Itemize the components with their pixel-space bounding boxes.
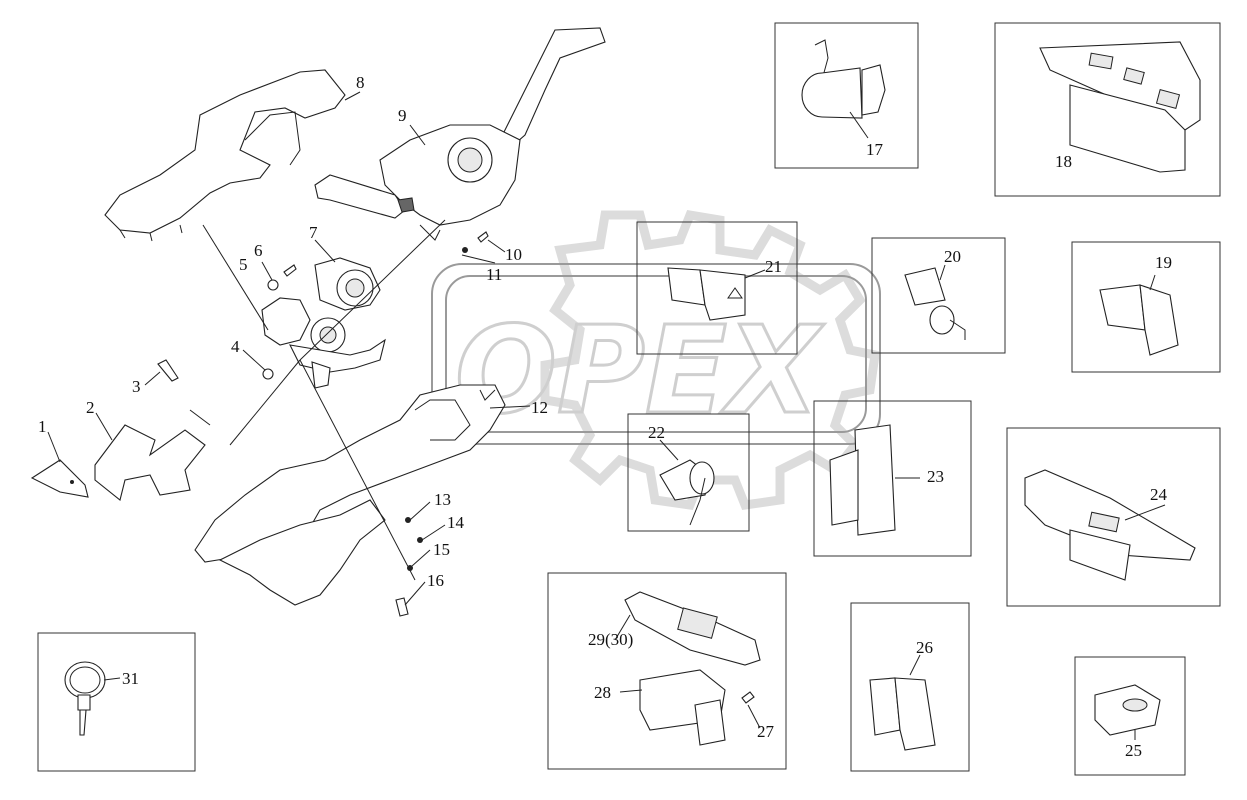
detail-box-17 [774, 22, 919, 169]
callout-16: 16 [427, 571, 444, 590]
detail-box-24 [1006, 427, 1221, 607]
detail-box-21 [636, 221, 798, 355]
detail-box-22 [627, 413, 750, 532]
fasteners [157, 231, 489, 617]
callout-19: 19 [1155, 253, 1172, 272]
ignition-lock [261, 257, 386, 389]
callout-1: 1 [38, 417, 47, 436]
detail-box-20 [871, 237, 1006, 354]
callout-25: 25 [1125, 741, 1142, 760]
callout-18: 18 [1055, 152, 1072, 171]
callout-31: 31 [122, 669, 139, 688]
leader-lines [47, 91, 531, 606]
callout-26: 26 [916, 638, 933, 657]
callout-23: 23 [927, 467, 944, 486]
callout-labels: 1 2 3 4 5 6 7 8 9 10 11 12 13 14 15 16 1… [38, 73, 1172, 760]
bracket-parts [30, 409, 211, 501]
detail-box-25 [1074, 656, 1186, 776]
callout-10: 10 [505, 245, 522, 264]
combination-switch [314, 27, 606, 241]
callout-29-30: 29(30) [588, 630, 633, 649]
callout-17: 17 [866, 140, 884, 159]
callout-28: 28 [594, 683, 611, 702]
detail-box-19 [1071, 241, 1221, 373]
callout-7: 7 [309, 223, 318, 242]
callout-9: 9 [398, 106, 407, 125]
watermark-frame [431, 263, 881, 445]
callout-5: 5 [239, 255, 248, 274]
callout-13: 13 [434, 490, 451, 509]
detail-box-31 [37, 632, 196, 772]
callout-4: 4 [231, 337, 240, 356]
callout-8: 8 [356, 73, 365, 92]
callout-11: 11 [486, 265, 502, 284]
callout-20: 20 [944, 247, 961, 266]
callout-24: 24 [1150, 485, 1168, 504]
assembly-guide-lines [202, 219, 496, 581]
detail-box-18 [994, 22, 1221, 197]
detail-box-23 [813, 400, 972, 557]
upper-column-cover [104, 69, 346, 242]
callout-27: 27 [757, 722, 775, 741]
callout-12: 12 [531, 398, 548, 417]
callout-15: 15 [433, 540, 450, 559]
lower-column-cover [194, 384, 506, 606]
callout-3: 3 [132, 377, 141, 396]
callout-6: 6 [254, 241, 263, 260]
callout-22: 22 [648, 423, 665, 442]
callout-2: 2 [86, 398, 95, 417]
watermark: OPEX [431, 209, 881, 510]
watermark-text: OPEX [455, 302, 825, 441]
detail-box-26 [850, 602, 970, 772]
detail-box-27-30 [547, 572, 787, 770]
callout-14: 14 [447, 513, 465, 532]
callout-21: 21 [765, 257, 782, 276]
